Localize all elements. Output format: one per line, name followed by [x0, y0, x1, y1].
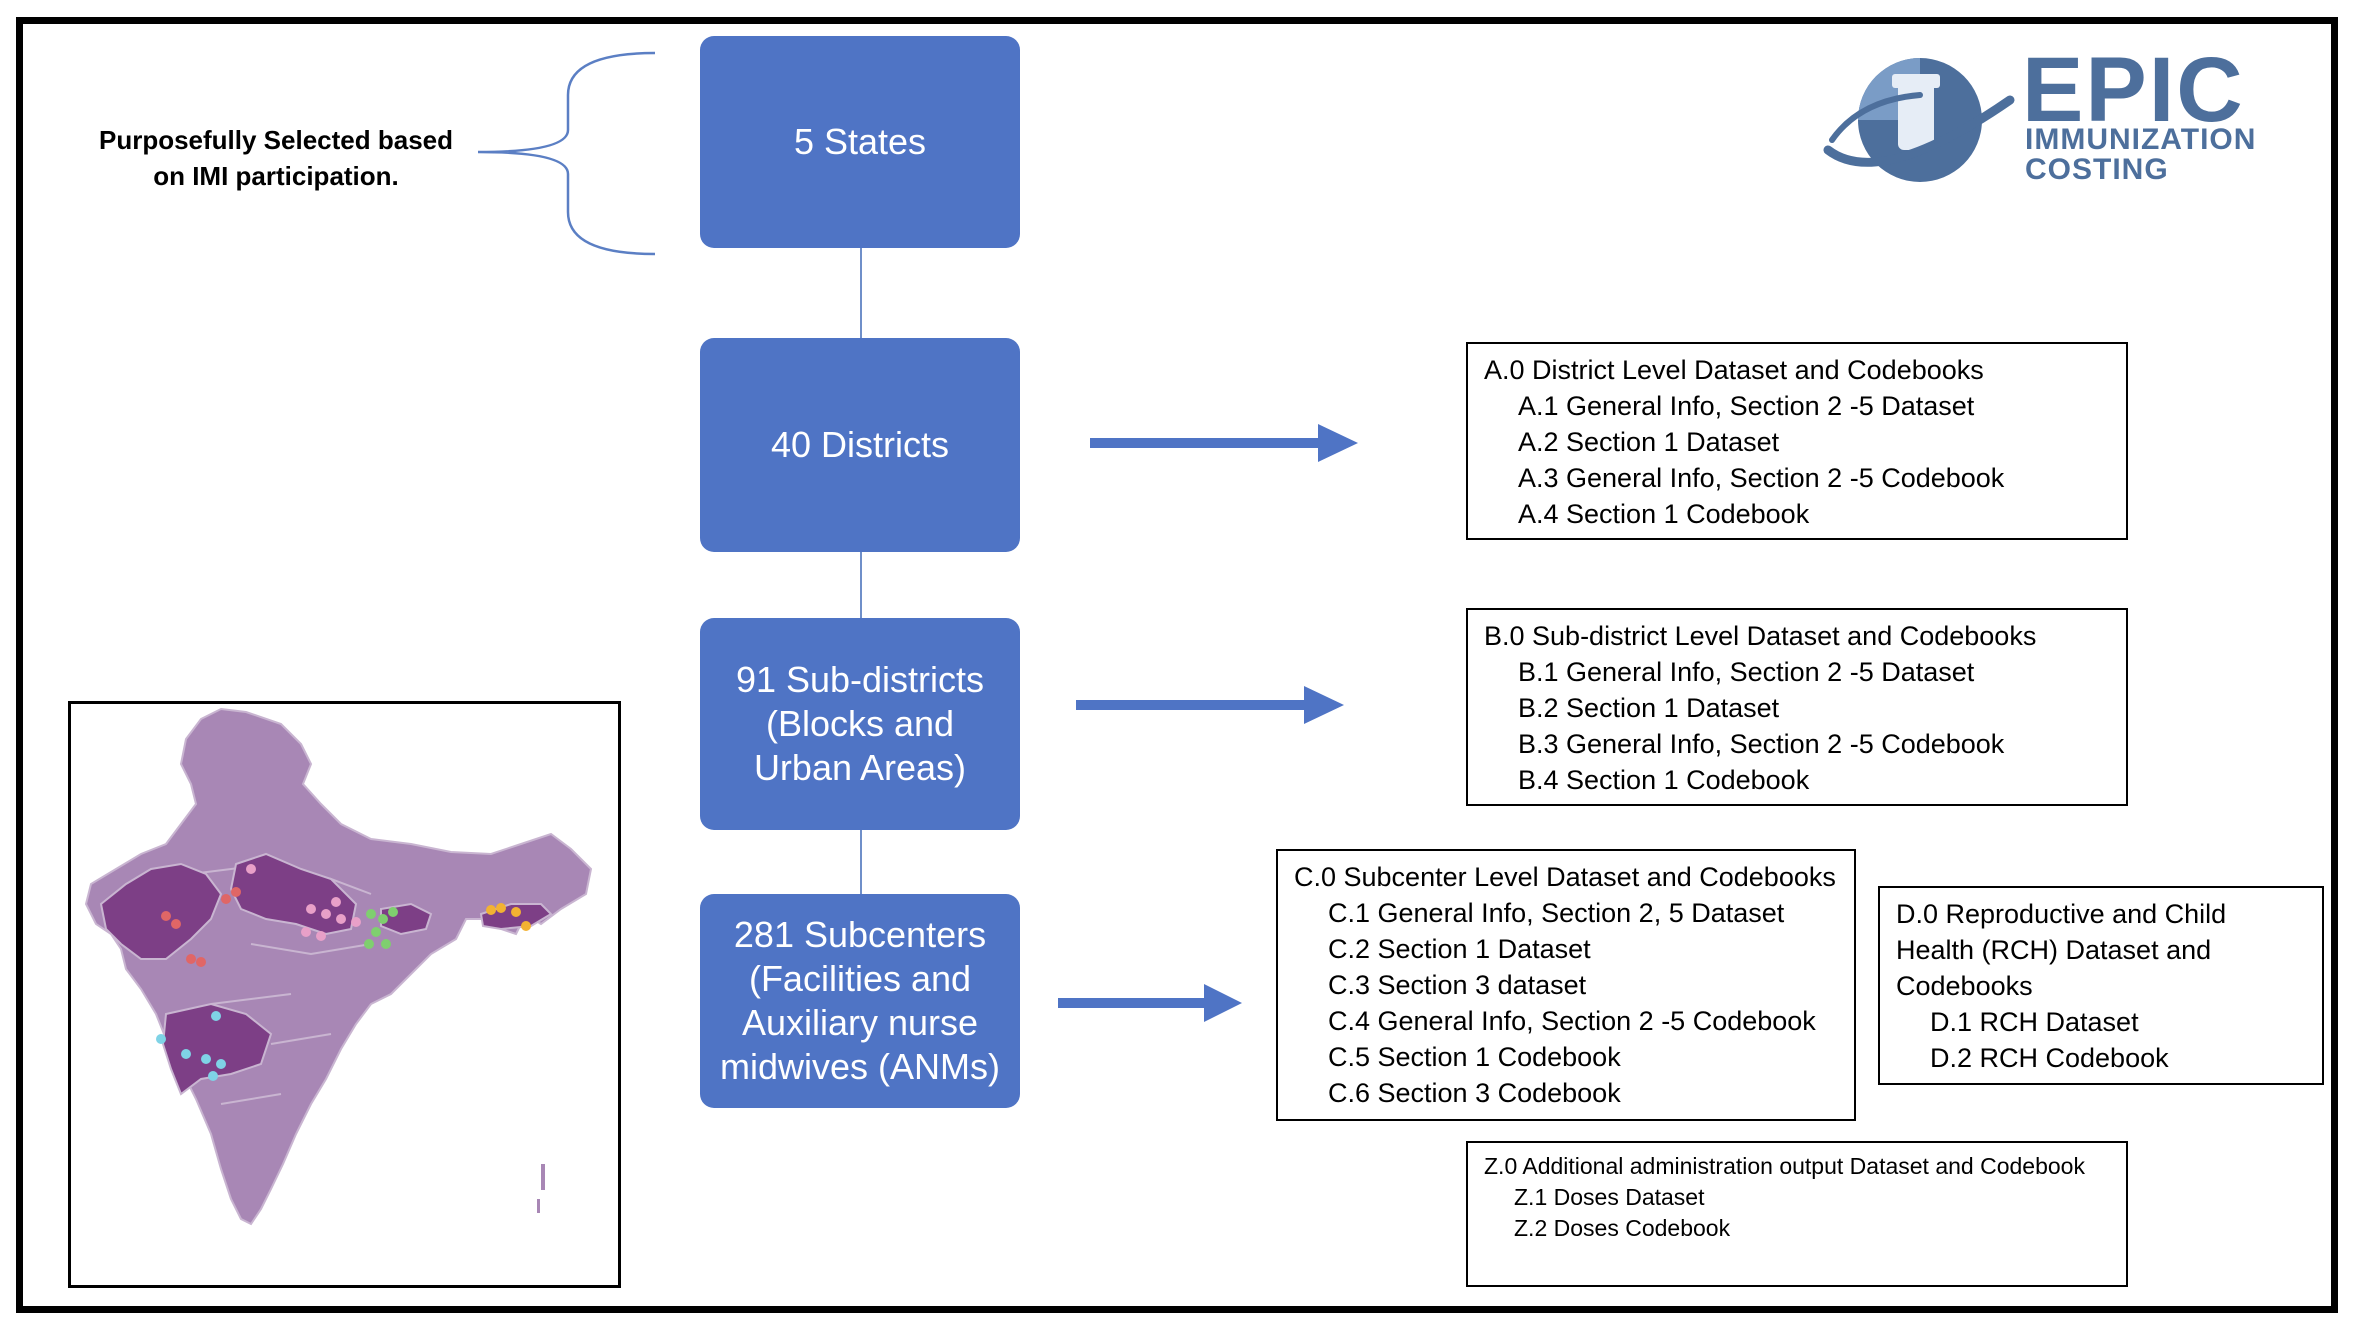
- map-markers: [156, 864, 531, 1081]
- list-item: B.1 General Info, Section 2 -5 Dataset: [1518, 657, 1975, 687]
- additional-dataset-title: Z.0 Additional administration output Dat…: [1484, 1153, 2085, 1179]
- epic-logo: EPIC IMMUNIZATION COSTING: [1820, 40, 2290, 190]
- connector-1: [860, 248, 862, 338]
- list-item: C.5 Section 1 Codebook: [1328, 1042, 1621, 1072]
- connector-3: [860, 830, 862, 894]
- selection-note: Purposefully Selected based on IMI parti…: [98, 125, 453, 191]
- arrow-subdistricts: [1076, 686, 1344, 724]
- list-item: D.2 RCH Codebook: [1930, 1043, 2169, 1073]
- india-map-graphic: [84, 707, 593, 1226]
- level-states-label: 5 States: [793, 121, 927, 162]
- list-item: B.2 Section 1 Dataset: [1518, 693, 1780, 723]
- list-item: C.4 General Info, Section 2 -5 Codebook: [1328, 1006, 1816, 1036]
- level-states: 5 States: [700, 36, 1020, 248]
- level-subdistricts-label: 91 Sub-districts (Blocks and Urban Areas…: [735, 659, 985, 788]
- additional-dataset-box: Z.0 Additional administration output Dat…: [1466, 1141, 2128, 1287]
- list-item: C.2 Section 1 Dataset: [1328, 934, 1591, 964]
- arrow-subcenters: [1058, 984, 1242, 1022]
- subcenter-dataset-title: C.0 Subcenter Level Dataset and Codebook…: [1294, 862, 1836, 892]
- level-subdistricts: 91 Sub-districts (Blocks and Urban Areas…: [700, 618, 1020, 830]
- level-subcenters: 281 Subcenters (Facilities and Auxiliary…: [700, 894, 1020, 1108]
- subcenter-dataset-box: C.0 Subcenter Level Dataset and Codebook…: [1276, 849, 1856, 1121]
- logo-line-2: COSTING: [2025, 153, 2169, 186]
- diagram-frame: [16, 17, 2338, 1313]
- list-item: D.1 RCH Dataset: [1930, 1007, 2139, 1037]
- india-map: [68, 701, 621, 1288]
- district-dataset-box: A.0 District Level Dataset and Codebooks…: [1466, 342, 2128, 540]
- list-item: A.3 General Info, Section 2 -5 Codebook: [1518, 463, 2005, 493]
- list-item: A.2 Section 1 Dataset: [1518, 427, 1780, 457]
- level-subcenters-label: 281 Subcenters (Facilities and Auxiliary…: [719, 914, 1000, 1087]
- list-item: C.1 General Info, Section 2, 5 Dataset: [1328, 898, 1785, 928]
- logo-line-1: IMMUNIZATION: [2025, 123, 2257, 156]
- connector-2: [860, 552, 862, 618]
- list-item: A.4 Section 1 Codebook: [1518, 499, 1810, 529]
- list-item: C.3 Section 3 dataset: [1328, 970, 1587, 1000]
- level-districts: 40 Districts: [700, 338, 1020, 552]
- list-item: Z.1 Doses Dataset: [1514, 1184, 1705, 1210]
- list-item: A.1 General Info, Section 2 -5 Dataset: [1518, 391, 1975, 421]
- level-districts-label: 40 Districts: [770, 424, 950, 465]
- subdistrict-dataset-box: B.0 Sub-district Level Dataset and Codeb…: [1466, 608, 2128, 806]
- rch-dataset-box: D.0 Reproductive and Child Health (RCH) …: [1878, 886, 2324, 1085]
- subdistrict-dataset-title: B.0 Sub-district Level Dataset and Codeb…: [1484, 621, 2037, 651]
- arrow-districts: [1090, 424, 1358, 462]
- list-item: Z.2 Doses Codebook: [1514, 1215, 1731, 1241]
- list-item: B.3 General Info, Section 2 -5 Codebook: [1518, 729, 2005, 759]
- curly-brace: [477, 51, 656, 256]
- rch-dataset-title: D.0 Reproductive and Child Health (RCH) …: [1896, 899, 2227, 1001]
- vial-globe-icon: [1823, 58, 2015, 182]
- district-dataset-title: A.0 District Level Dataset and Codebooks: [1484, 355, 1984, 385]
- logo-word: EPIC: [2022, 39, 2245, 141]
- list-item: B.4 Section 1 Codebook: [1518, 765, 1810, 795]
- list-item: C.6 Section 3 Codebook: [1328, 1078, 1621, 1108]
